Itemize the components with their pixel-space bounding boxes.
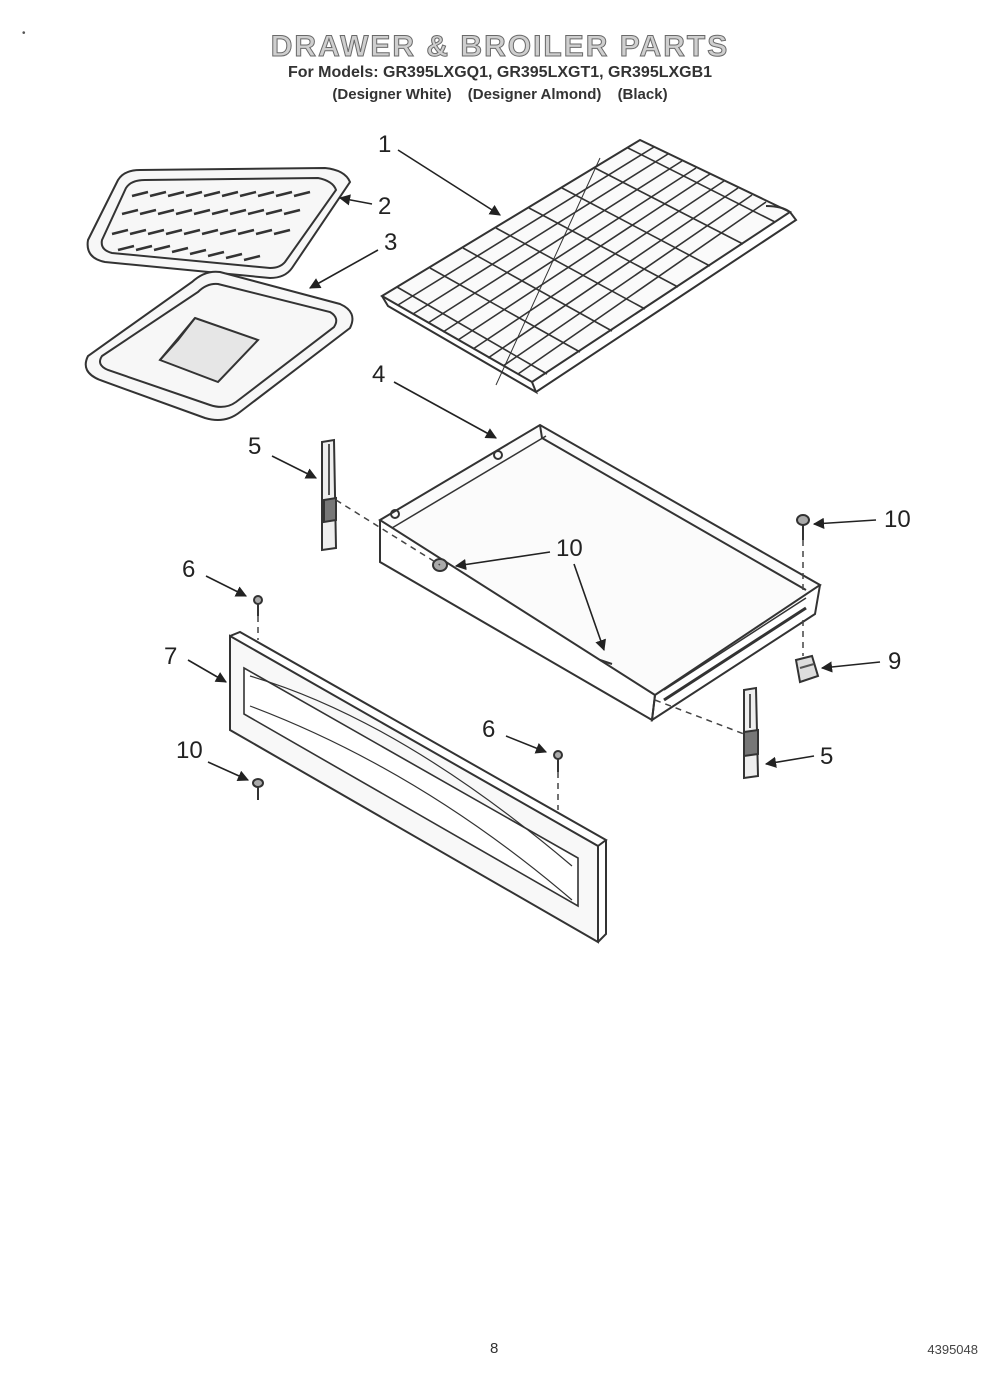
screw-panel-top-left — [253, 595, 263, 616]
drawer-rack — [380, 138, 798, 395]
drawer-bracket — [794, 654, 820, 684]
variant-white: (Designer White) — [332, 86, 452, 103]
corner-mark: • — [22, 28, 26, 39]
callout-10-drawer: 10 — [556, 535, 583, 562]
callout-2: 2 — [378, 193, 391, 220]
leader-lines — [187, 149, 881, 781]
callout-9: 9 — [888, 648, 901, 675]
models-line: For Models: GR395LXGQ1, GR395LXGT1, GR39… — [287, 64, 713, 81]
assembly-guides — [257, 499, 804, 810]
callout-10-panel: 10 — [176, 737, 203, 764]
callout-7: 7 — [164, 643, 177, 670]
drawer-slide-right — [743, 686, 760, 780]
callout-5-right: 5 — [820, 743, 833, 770]
callout-6-right: 6 — [482, 716, 495, 743]
callout-3: 3 — [384, 229, 397, 256]
document-code: 4395048 — [927, 1342, 978, 1357]
broiler-pan — [84, 270, 354, 421]
callout-6-left: 6 — [182, 556, 195, 583]
page-number: 8 — [490, 1340, 499, 1357]
screw-drawer-right — [796, 514, 810, 540]
variant-almond: (Designer Almond) — [467, 86, 602, 103]
callout-5-left: 5 — [248, 433, 261, 460]
callout-1: 1 — [378, 131, 391, 158]
screw-panel-top-right — [553, 750, 563, 772]
page-title: DRAWER & BROILER PARTS — [270, 30, 730, 64]
broiler-grid — [86, 166, 352, 280]
variants-line: (Designer White) (Designer Almond) (Blac… — [0, 86, 1000, 103]
screw-panel-bottom — [252, 778, 264, 800]
drawer-body — [378, 423, 822, 723]
drawer-slide-left — [321, 438, 338, 552]
variant-black: (Black) — [617, 86, 668, 103]
drawer-front-panel — [229, 630, 608, 944]
callout-10-right: 10 — [884, 506, 911, 533]
callout-4: 4 — [372, 361, 385, 388]
